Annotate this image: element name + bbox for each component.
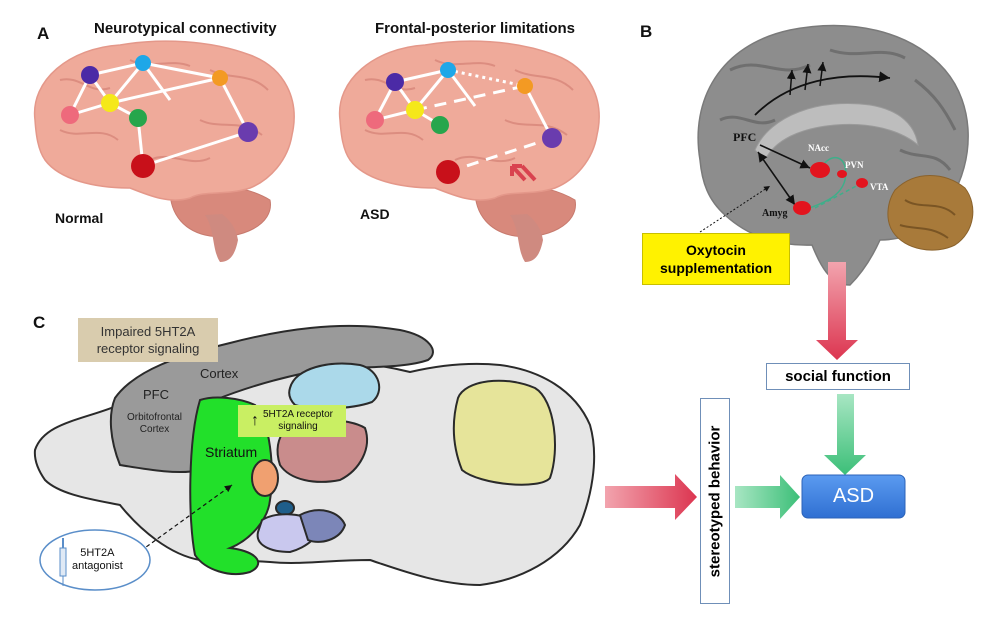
asd-node-blue [440, 62, 456, 78]
orange-nucleus [251, 459, 279, 497]
asd-brainstem [510, 214, 543, 262]
node-red [131, 154, 155, 178]
pfc-c-label: PFC [143, 387, 169, 402]
oxytocin-line1: Oxytocin [686, 242, 746, 258]
orbito-line1: Orbitofrontal [127, 412, 183, 423]
asd-brain [338, 40, 600, 262]
syringe-icon [59, 538, 67, 586]
normal-brainstem [205, 214, 238, 262]
sagittal-brain [697, 24, 974, 286]
green-down-arrow [824, 394, 866, 475]
sagittal-cerebellum [887, 175, 974, 251]
amyg-label: Amyg [762, 208, 788, 219]
node-green [129, 109, 147, 127]
asd-node-purple [386, 73, 404, 91]
asd-dotted-connection [447, 68, 526, 88]
red-down-arrow [816, 262, 858, 360]
asd-dashed-connections [414, 84, 553, 174]
asd-title: Frontal-posterior limitations [375, 20, 576, 37]
oxytocin-line2: supplementation [659, 260, 772, 276]
social-function-box: social function [766, 363, 910, 390]
antagonist-oval [39, 529, 151, 591]
corpus-callosum [754, 102, 919, 161]
stereotyped-behavior-label: stereotyped behavior [706, 425, 724, 577]
asd-node-red [436, 160, 460, 184]
receptor-signaling-box: ↑ 5HT2A receptor signaling [238, 405, 346, 437]
pfc-label: PFC [733, 130, 757, 144]
stereotyped-behavior-box: stereotyped behavior [700, 398, 730, 604]
oxytocin-box: Oxytocin supplementation [642, 233, 790, 285]
pfc-amyg-arrow [757, 151, 796, 206]
cortex-label: Cortex [200, 366, 239, 381]
asd-box: ASD [832, 485, 875, 507]
pfc-projection-arrow [754, 71, 891, 116]
vta-node [856, 178, 868, 188]
antagonist-line2: antagonist [72, 560, 123, 572]
hippocampus-region [288, 362, 381, 410]
normal-title: Neurotypical connectivity [94, 20, 277, 37]
red-right-arrow [605, 474, 697, 520]
up-arrow-icon: ↑ [250, 412, 259, 429]
antagonist-label: 5HT2A antagonist [72, 547, 123, 573]
panel-letter-c: C [33, 313, 46, 332]
impaired-line1: Impaired 5HT2A [100, 324, 196, 339]
green-dashed-pathway [814, 183, 861, 209]
asd-node-green [431, 116, 449, 134]
asd-node-yellow [406, 101, 424, 119]
oxytocin-dotted-arrow [699, 185, 771, 233]
pvn-node [837, 170, 847, 178]
normal-label: Normal [55, 210, 104, 226]
asd-limitation-arrow-icon [510, 164, 537, 182]
asd-node-violet [542, 128, 562, 148]
sagittal-gyri [719, 48, 957, 171]
asd-node-pink [366, 111, 384, 129]
asd-node-orange [517, 78, 533, 94]
green-pathway [804, 156, 847, 211]
projection-arrow-2 [802, 63, 812, 91]
orbito-line2: Cortex [139, 424, 170, 435]
panel-letter-a: A [37, 24, 50, 43]
green-right-arrow [735, 475, 800, 519]
vta-label: VTA [870, 182, 889, 192]
node-pink [61, 106, 79, 124]
pvn-label: PVN [845, 160, 864, 170]
amyg-node [793, 201, 811, 215]
mouse-brain [33, 324, 596, 591]
receptor-text: 5HT2A receptor signaling [263, 409, 333, 433]
node-blue [135, 55, 151, 71]
receptor-line1: 5HT2A receptor [262, 409, 334, 420]
normal-brain [33, 40, 295, 262]
blue-nucleus [275, 500, 295, 516]
cerebellum-folia [899, 199, 956, 239]
nacc-node [810, 162, 830, 178]
node-orange [212, 70, 228, 86]
asd-label: ASD [360, 206, 390, 222]
cerebellum-region [452, 379, 556, 486]
projection-arrow-1 [786, 69, 796, 96]
impaired-signaling-box: Impaired 5HT2A receptor signaling [78, 318, 218, 362]
node-violet [238, 122, 258, 142]
panel-letter-b: B [640, 22, 653, 41]
antagonist-line1: 5HT2A [80, 547, 115, 559]
node-purple [81, 66, 99, 84]
projection-arrow-3 [817, 61, 827, 87]
nacc-label: NAcc [808, 143, 829, 153]
asd-box-shape [801, 474, 906, 519]
receptor-line2: signaling [278, 421, 318, 432]
orbitofrontal-label: Orbitofrontal Cortex [127, 412, 182, 436]
striatum-label: Striatum [205, 444, 258, 460]
antagonist-dashed-arrow [134, 484, 233, 556]
node-yellow [101, 94, 119, 112]
midbrain-region [298, 509, 347, 543]
impaired-line2: receptor signaling [96, 341, 200, 356]
normal-cerebrum [33, 40, 295, 201]
